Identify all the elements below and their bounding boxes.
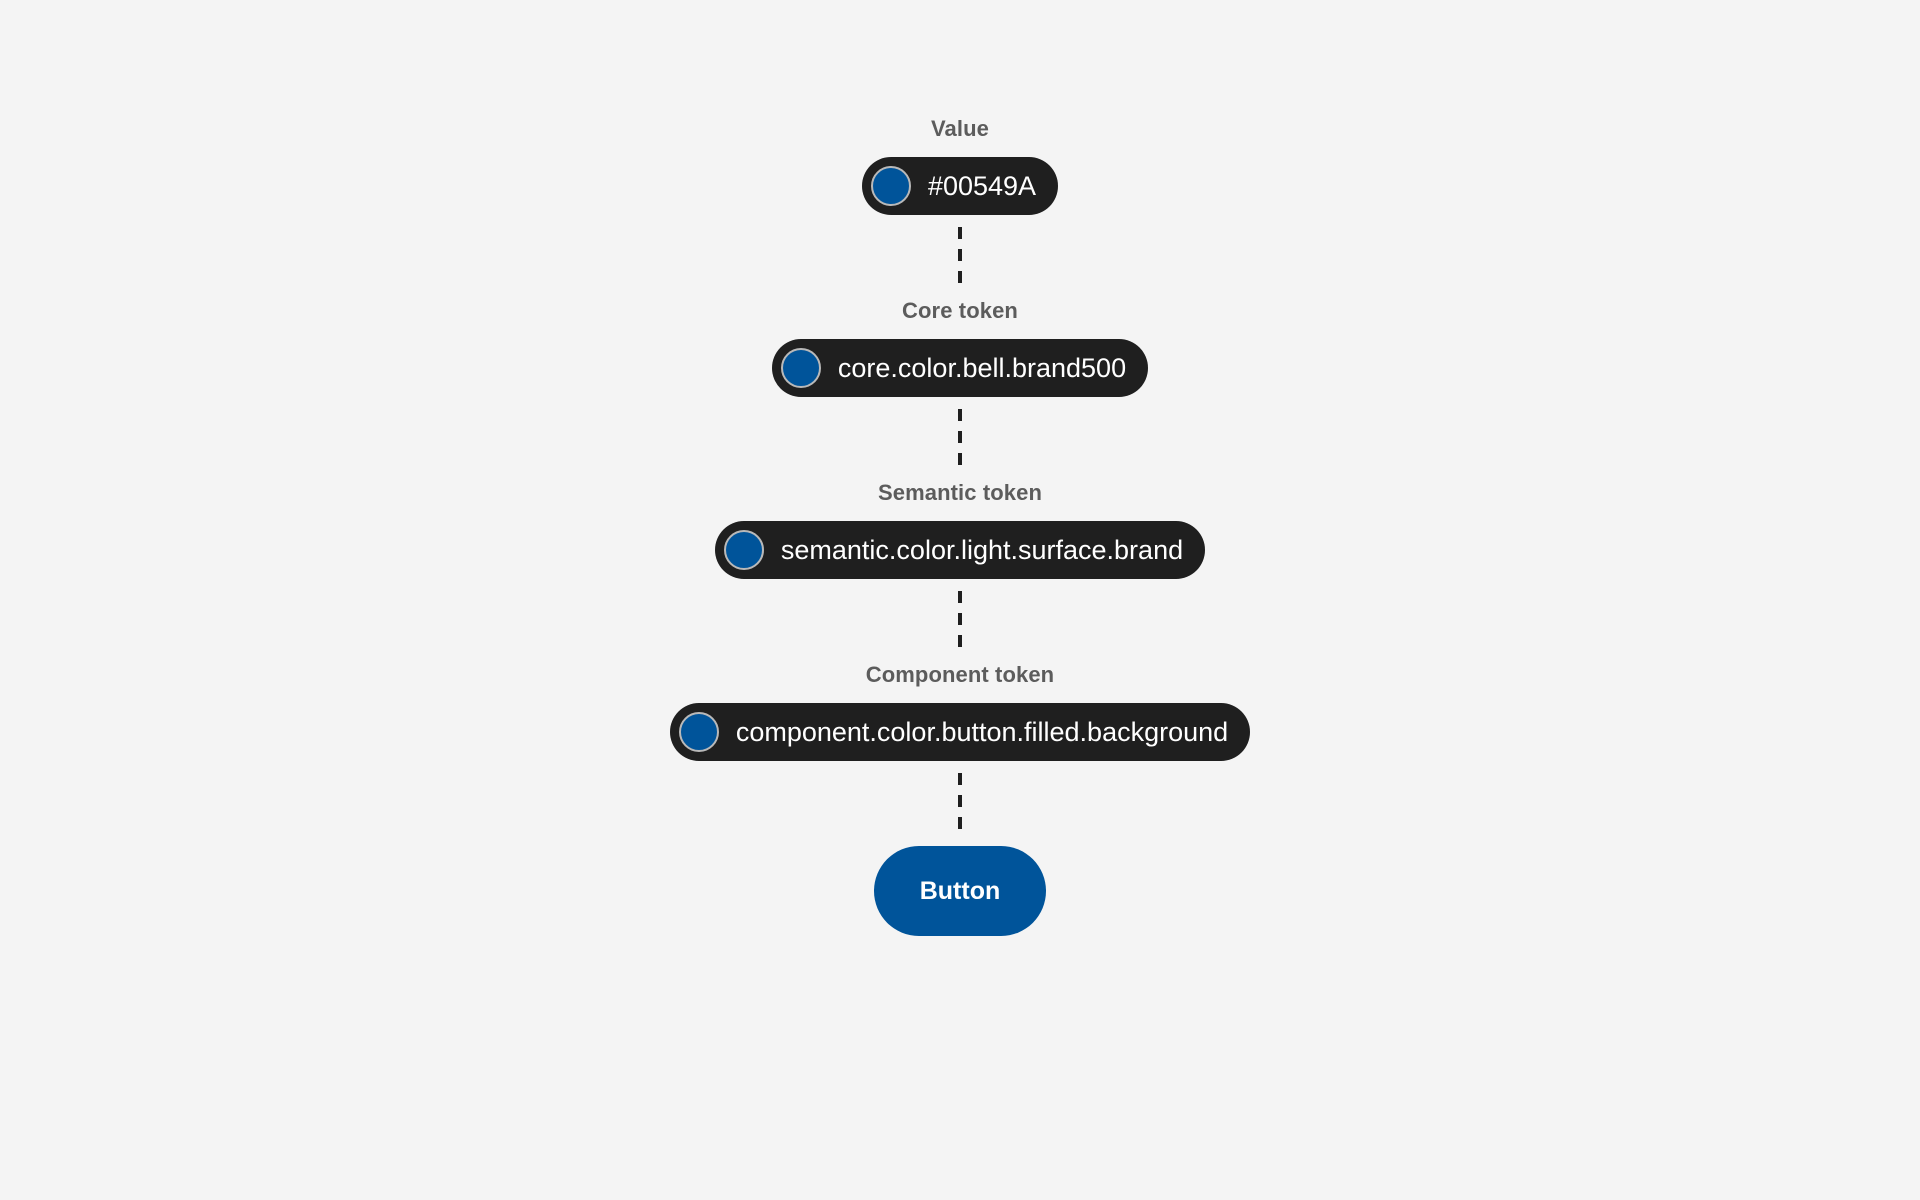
token-pill-semantic-token-text: semantic.color.light.surface.brand — [780, 534, 1184, 565]
token-pill-core-token-text: core.color.bell.brand500 — [837, 352, 1127, 383]
connector-component-to-button — [958, 773, 962, 835]
color-swatch-icon — [780, 348, 821, 388]
stage-label-core-token: Core token — [902, 298, 1018, 323]
connector-core-to-semantic — [958, 409, 962, 471]
button-preview[interactable]: Button — [874, 846, 1046, 936]
token-pill-core-token[interactable]: core.color.bell.brand500 — [771, 339, 1149, 397]
token-pill-semantic-token[interactable]: semantic.color.light.surface.brand — [714, 521, 1206, 579]
token-pill-value[interactable]: #00549A — [861, 157, 1059, 215]
color-swatch-icon — [678, 712, 719, 752]
color-swatch-icon — [723, 530, 764, 570]
color-swatch-icon — [870, 166, 911, 206]
stage-label-component-token: Component token — [865, 662, 1055, 687]
button-preview-label: Button — [919, 876, 1001, 905]
connector-value-to-core — [958, 227, 962, 289]
token-pill-value-text: #00549A — [927, 170, 1037, 201]
token-pill-component-token-text: component.color.button.filled.background — [735, 716, 1229, 747]
stage-value: Value #00549A — [861, 116, 1059, 215]
connector-semantic-to-component — [958, 591, 962, 653]
token-pill-component-token[interactable]: component.color.button.filled.background — [669, 703, 1251, 761]
stage-core-token: Core token core.color.bell.brand500 — [771, 298, 1149, 397]
stage-component-token: Component token component.color.button.f… — [669, 662, 1251, 761]
stage-label-value: Value — [931, 116, 989, 141]
stage-semantic-token: Semantic token semantic.color.light.surf… — [714, 480, 1206, 579]
stage-label-semantic-token: Semantic token — [877, 480, 1042, 505]
